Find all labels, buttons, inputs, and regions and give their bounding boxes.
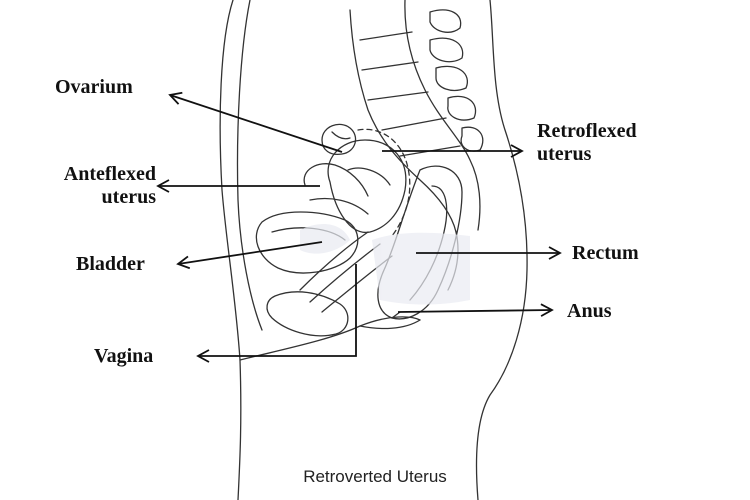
leader-vagina <box>196 264 357 363</box>
vagina-canal-front <box>299 231 369 291</box>
label-bladder: Bladder <box>76 253 145 275</box>
label-rectum: Rectum <box>572 242 639 264</box>
vertebra-3 <box>435 65 468 92</box>
pubic-bone <box>266 291 349 337</box>
leader-anus <box>397 303 554 317</box>
vertebra-1 <box>429 9 462 33</box>
back-outline <box>475 0 528 500</box>
abdominal-wall-inner <box>236 0 263 331</box>
vertebra-5 <box>460 126 484 152</box>
label-retroflexed-line1: Retroflexed <box>537 120 637 142</box>
label-anus: Anus <box>567 300 612 322</box>
vertebra-2 <box>429 37 464 63</box>
spine-back <box>404 0 481 231</box>
label-ovarium: Ovarium <box>55 76 133 98</box>
vertebra-4 <box>447 95 477 121</box>
ovary <box>321 123 357 156</box>
label-anteflexed-line2: uterus <box>101 186 156 208</box>
leader-ovarium <box>168 91 343 153</box>
label-vagina: Vagina <box>94 345 154 367</box>
spine-front <box>349 9 457 233</box>
vagina-canal-back <box>309 243 381 303</box>
label-retroflexed-line2: uterus <box>537 143 592 165</box>
bladder-outline <box>255 211 359 274</box>
abdominal-wall-outer <box>219 0 242 500</box>
anteflexed-fold <box>303 163 369 197</box>
label-anteflexed-uterus: Anteflexed uterus <box>34 163 156 209</box>
label-retroflexed-uterus: Retroflexed uterus <box>537 120 637 166</box>
leader-bladder <box>176 241 323 270</box>
label-anteflexed-line1: Anteflexed <box>63 163 156 185</box>
diagram-caption: Retroverted Uterus <box>303 467 447 486</box>
